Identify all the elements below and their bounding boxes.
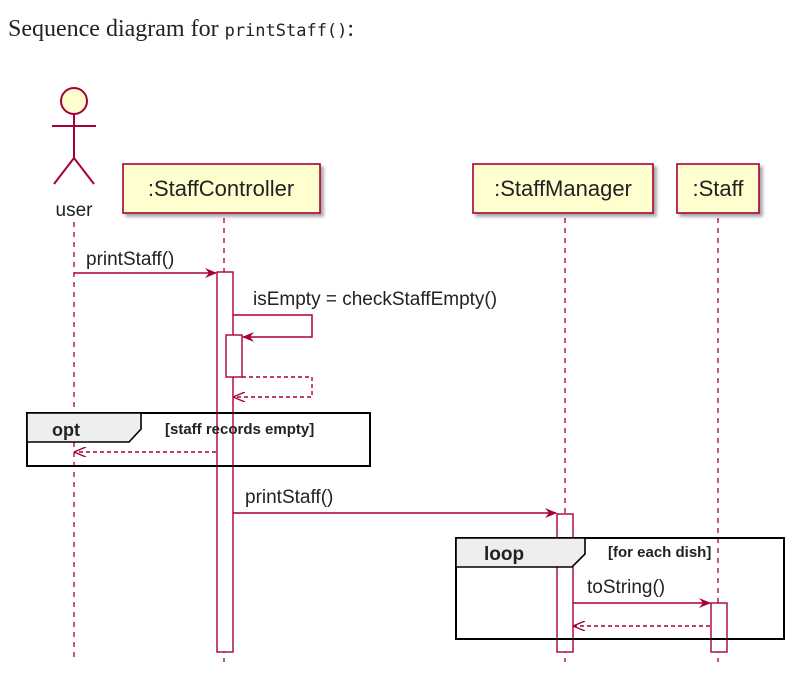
- actor-head: [60, 87, 88, 115]
- fragment-loop-keyword: loop: [484, 544, 524, 565]
- fragment-loop-guard: [for each dish]: [608, 544, 711, 561]
- heading-colon: :: [347, 16, 355, 42]
- activation-controller-nested: [225, 334, 243, 378]
- message-label: printStaff(): [86, 249, 174, 270]
- self-return-arrow: [234, 376, 313, 397]
- participant-box: [472, 163, 654, 214]
- message-user-print-staff: printStaff(): [74, 249, 217, 278]
- message-label: printStaff(): [245, 487, 333, 508]
- activation-staff: [710, 602, 728, 653]
- fragment-loop-tab: [455, 537, 586, 568]
- participant-label: :StaffManager: [494, 176, 632, 201]
- message-to-string: toString(): [573, 577, 711, 608]
- fragment-opt-guard: [staff records empty]: [165, 421, 314, 438]
- fragment-loop-frame: [455, 537, 785, 640]
- heading-code: printStaff(): [224, 21, 348, 41]
- message-controller-print-staff: printStaff(): [233, 487, 557, 518]
- participant-label: :StaffController: [148, 176, 294, 201]
- participant-staff-controller: :StaffController: [122, 163, 321, 214]
- activation-controller: [216, 271, 234, 653]
- actor-user: user: [52, 87, 96, 221]
- participant-box: [676, 163, 760, 214]
- fragment-opt-keyword: opt: [52, 420, 80, 440]
- participant-box: [122, 163, 321, 214]
- heading-text: Sequence diagram for: [8, 16, 225, 42]
- message-self-check-staff-empty: isEmpty = checkStaffEmpty(): [233, 289, 497, 342]
- message-label: isEmpty = checkStaffEmpty(): [253, 289, 497, 310]
- participant-staff: :Staff: [676, 163, 760, 214]
- actor-label: user: [56, 200, 94, 221]
- actor-leg-left: [53, 157, 75, 185]
- actor-leg-right: [73, 157, 95, 185]
- diagram-heading: Sequence diagram for printStaff():: [8, 16, 354, 43]
- message-label: toString(): [587, 577, 665, 598]
- self-call-arrow: [233, 314, 313, 342]
- participant-staff-manager: :StaffManager: [472, 163, 654, 214]
- fragment-opt: opt [staff records empty]: [26, 412, 371, 467]
- participant-label: :Staff: [693, 176, 745, 201]
- activation-manager: [556, 513, 574, 653]
- fragment-opt-tab: [26, 412, 142, 443]
- fragment-loop: loop [for each dish]: [455, 537, 785, 640]
